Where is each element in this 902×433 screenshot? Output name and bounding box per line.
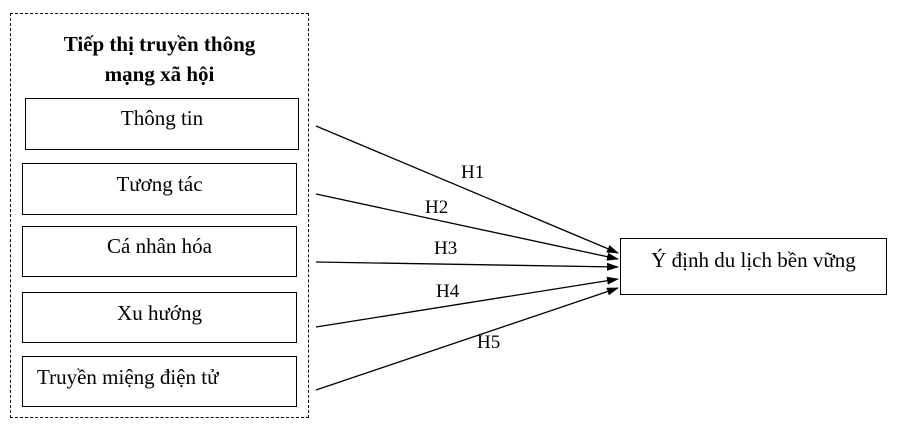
construct-label-trend: Xu hướng <box>117 301 202 325</box>
construct-box-trend: Xu hướng <box>22 292 297 343</box>
hypothesis-label-h5: H5 <box>477 332 501 353</box>
construct-box-personalization: Cá nhân hóa <box>22 226 297 277</box>
construct-box-ewom: Truyền miệng điện tử <box>22 356 297 407</box>
construct-group-border <box>10 13 309 418</box>
construct-label-interaction: Tương tác <box>116 172 203 196</box>
construct-label-personalization: Cá nhân hóa <box>107 234 212 258</box>
outcome-box-sustainable-travel-intention: Ý định du lịch bền vững <box>620 238 887 295</box>
outcome-label: Ý định du lịch bền vững <box>651 248 856 272</box>
construct-box-information: Thông tin <box>25 98 299 150</box>
hypothesis-label-h2: H2 <box>425 197 449 218</box>
construct-label-ewom: Truyền miệng điện tử <box>37 365 219 389</box>
arrow-h4 <box>315 276 619 328</box>
construct-box-interaction: Tương tác <box>22 163 297 215</box>
arrow-h5 <box>315 287 619 391</box>
arrow-h2 <box>315 193 619 261</box>
hypothesis-label-h3: H3 <box>434 238 458 259</box>
arrow-h3 <box>315 261 619 271</box>
group-title-line-1: Tiếp thị truyền thông <box>63 32 256 56</box>
construct-group-title: Tiếp thị truyền thông mạng xã hội <box>10 29 309 89</box>
hypothesis-label-h4: H4 <box>436 281 460 302</box>
construct-label-information: Thông tin <box>120 106 204 130</box>
group-title-line-2: mạng xã hội <box>104 62 215 86</box>
arrow-h1 <box>315 125 619 254</box>
hypothesis-label-h1: H1 <box>461 162 485 183</box>
